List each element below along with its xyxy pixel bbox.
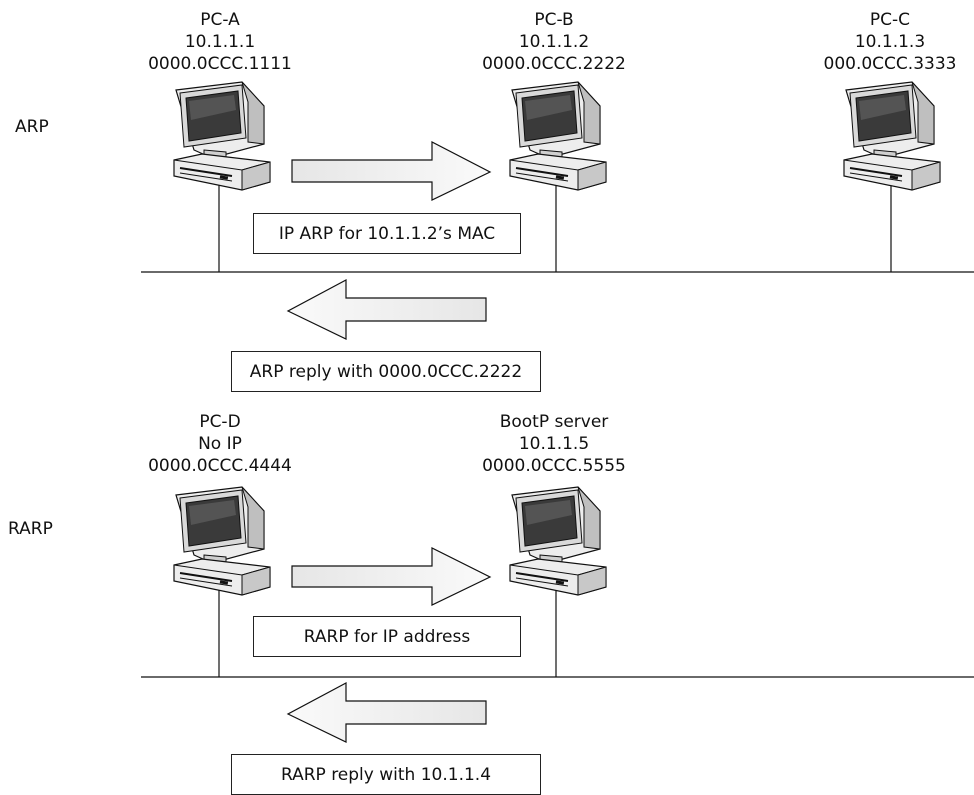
rarp-reply-arrow-icon — [286, 681, 487, 743]
pc-c-computer-icon — [843, 81, 941, 191]
arp-section-label: ARP — [15, 117, 49, 137]
pc-d-name: PC-D — [199, 412, 241, 432]
arp-request-message: IP ARP for 10.1.1.2’s MAC — [253, 213, 521, 254]
pc-d-ip: No IP — [198, 434, 242, 454]
pc-c-ip: 10.1.1.3 — [854, 32, 926, 52]
pc-b-name: PC-B — [534, 10, 574, 30]
pc-d-mac: 0000.0CCC.4444 — [148, 456, 292, 476]
pc-c-mac: 000.0CCC.3333 — [823, 54, 957, 74]
rarp-request-arrow-icon — [291, 547, 492, 606]
pc-d-computer-icon — [173, 486, 271, 596]
pc-b-ip: 10.1.1.2 — [518, 32, 590, 52]
pc-a-mac: 0000.0CCC.1111 — [148, 54, 292, 74]
arp-reply-message: ARP reply with 0000.0CCC.2222 — [231, 351, 541, 392]
pc-a-name: PC-A — [200, 10, 240, 30]
rarp-reply-message: RARP reply with 10.1.1.4 — [231, 754, 541, 795]
pc-b-computer-icon — [509, 81, 607, 191]
bootp-server-computer-icon — [509, 486, 607, 596]
rarp-section-label: RARP — [8, 519, 53, 539]
pc-b-label: PC-B 10.1.1.2 0000.0CCC.2222 — [474, 9, 634, 75]
pc-a-computer-icon — [173, 81, 271, 191]
arp-reply-arrow-icon — [286, 278, 487, 340]
bootp-server-label: BootP server 10.1.1.5 0000.0CCC.5555 — [474, 411, 634, 477]
rarp-request-message: RARP for IP address — [253, 616, 521, 657]
pc-c-label: PC-C 10.1.1.3 000.0CCC.3333 — [810, 9, 970, 75]
bootp-server-mac: 0000.0CCC.5555 — [482, 456, 626, 476]
bootp-server-ip: 10.1.1.5 — [518, 434, 590, 454]
pc-c-name: PC-C — [869, 10, 911, 30]
pc-a-ip: 10.1.1.1 — [184, 32, 256, 52]
arp-request-arrow-icon — [291, 141, 492, 201]
bootp-server-name: BootP server — [499, 412, 609, 432]
pc-d-label: PC-D No IP 0000.0CCC.4444 — [140, 411, 300, 477]
pc-b-mac: 0000.0CCC.2222 — [482, 54, 626, 74]
pc-a-label: PC-A 10.1.1.1 0000.0CCC.1111 — [140, 9, 300, 75]
